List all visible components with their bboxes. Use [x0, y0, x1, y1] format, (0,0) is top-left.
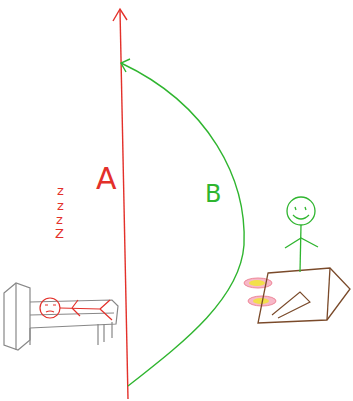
- arrow-head: [121, 59, 130, 72]
- worldline-b: [121, 63, 244, 386]
- rocket: [244, 268, 350, 323]
- bed: [4, 283, 118, 350]
- travelling-person: [285, 197, 318, 272]
- sleep-letter: z: [56, 213, 63, 226]
- sleeping-person: [40, 298, 112, 320]
- line-label: B: [205, 182, 221, 206]
- sleep-letter: z: [57, 184, 64, 197]
- sleep-letter: Z: [55, 227, 64, 240]
- line-label: A: [96, 164, 117, 194]
- sleep-letter: z: [57, 199, 64, 212]
- arrow-head: [113, 9, 127, 21]
